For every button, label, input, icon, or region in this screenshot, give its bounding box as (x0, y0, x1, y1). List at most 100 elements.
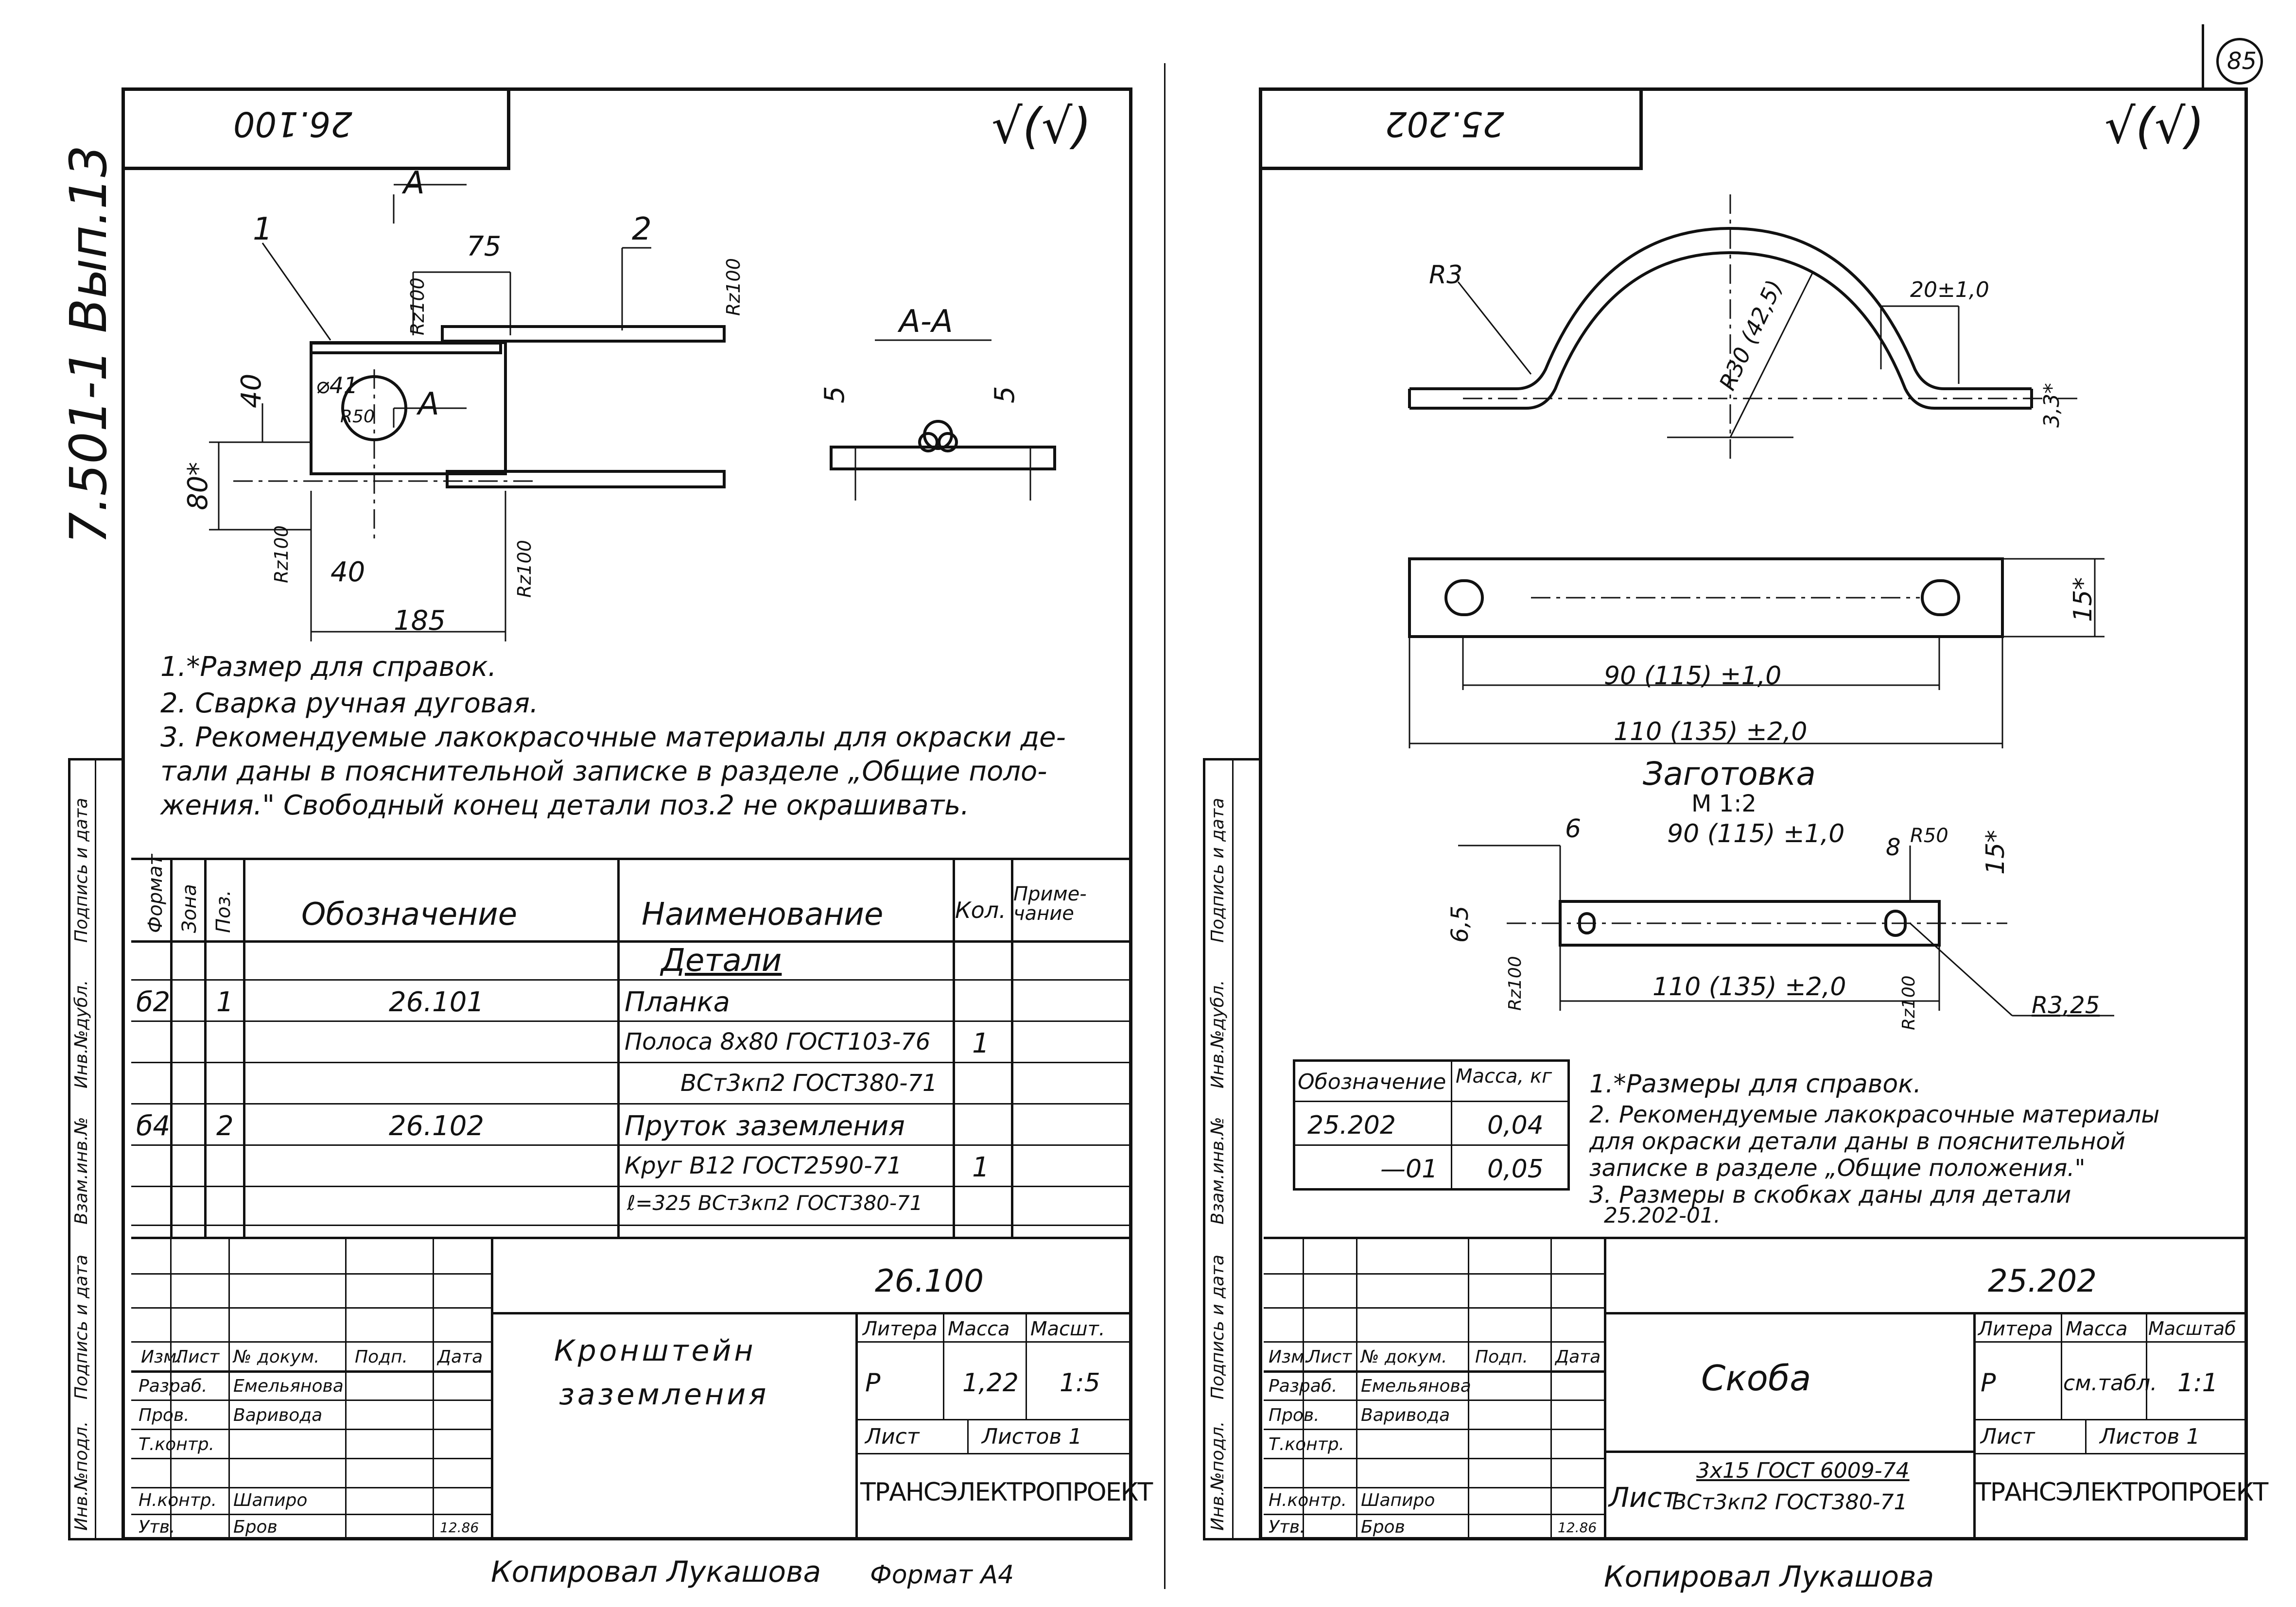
left-tb-grid (131, 1370, 491, 1373)
right-note-2: 2. Рекомендуемые лакокрасочные материалы (1589, 1101, 2160, 1128)
left-tb-hdr-izm: Изм. (141, 1347, 182, 1367)
right-tb-code-bottom (1604, 1312, 2248, 1314)
right-tb-nkontr: Н.контр. (1269, 1490, 1347, 1510)
right-note-5: 3. Размеры в скобках даны для детали (1589, 1181, 2071, 1209)
right-side-inv-podl: Инв.№подл. (1208, 1421, 1228, 1531)
left-spec-row-line (131, 1103, 1132, 1105)
left-tb-lit-val: Р (865, 1368, 881, 1398)
right-tb-grid (1468, 1237, 1469, 1540)
right-tb-hdr-izm: Изм. (1269, 1347, 1310, 1367)
right-side-stamp-divider (1232, 758, 1234, 1540)
right-tb-lit-col (2146, 1312, 2147, 1419)
left-tb-grid (131, 1514, 491, 1515)
left-spec-hdr-name: Наименование (642, 897, 884, 933)
right-tb-masshtab: Масштаб (2148, 1318, 2236, 1339)
right-drawing (1408, 194, 2114, 1017)
right-b-rz2: Rz100 (1899, 975, 1919, 1030)
left-spec-row-line (131, 1062, 1132, 1063)
right-note-1: 1.*Размеры для справок. (1589, 1070, 1922, 1099)
right-tb-nkontr-name: Шапиро (1361, 1490, 1435, 1510)
right-mass-r2-d: —01 (1380, 1155, 1438, 1184)
right-tb-grid (1264, 1429, 1604, 1430)
right-tb-utv: Утв. (1269, 1517, 1305, 1537)
left-tb-utv: Утв. (139, 1517, 175, 1537)
left-tb-hdr-date: Дата (437, 1347, 483, 1367)
left-pos1: 1 (253, 211, 273, 247)
right-mass-r1-m: 0,04 (1487, 1111, 1544, 1140)
left-spec-r1-name: Планка (625, 986, 730, 1018)
left-tb-grid (345, 1237, 347, 1540)
right-tb-grid (1264, 1307, 1604, 1309)
right-tb-split (1604, 1237, 1606, 1540)
right-side-vzam: Взам.инв.№ (1208, 1117, 1228, 1225)
left-tb-lit-col (943, 1312, 944, 1419)
left-dim-r50: R50 (340, 407, 375, 427)
left-tb-name1: Кронштейн (554, 1334, 756, 1368)
left-section-mark-top: А (403, 165, 425, 201)
left-spec-r1-pos: 1 (216, 986, 234, 1018)
left-spec-r6-name: ℓ=325 ВСт3кп2 ГОСТ380-71 (627, 1191, 923, 1215)
left-tb-mass-val: 1,22 (962, 1368, 1019, 1398)
right-corner-box (1259, 87, 1643, 170)
left-tb-grid (228, 1237, 230, 1540)
left-spec-col4 (617, 858, 620, 1237)
left-spec-col6 (1011, 858, 1013, 1237)
left-tb-massa: Масса (948, 1318, 1010, 1340)
left-tb-grid (131, 1429, 491, 1430)
left-dim-75: 75 (467, 231, 502, 262)
right-tb-hdr-list: Лист (1307, 1347, 1352, 1367)
left-note-1: 1.*Размер для справок. (160, 651, 497, 683)
left-tb-nkontr: Н.контр. (139, 1490, 217, 1510)
right-blank-scale: М 1:2 (1691, 790, 1757, 817)
right-b-dim-110: 110 (135) ±2,0 (1652, 972, 1846, 1002)
right-tb-prov: Пров. (1269, 1405, 1320, 1425)
right-tb-org: ТРАНСЭЛЕКТРОПРОЕКТ (1976, 1478, 2268, 1507)
left-tb-code-bottom (491, 1312, 1132, 1314)
right-b-r325: R3,25 (2032, 992, 2100, 1019)
right-b-dim-90: 90 (115) ±1,0 (1667, 819, 1845, 848)
right-tb-hdr-sign: Подп. (1475, 1347, 1528, 1367)
right-tb-material-top: 3х15 ГОСТ 6009-74 (1696, 1458, 1910, 1483)
right-mass-r1-d: 25.202 (1307, 1111, 1396, 1140)
left-spec-r4-name: Пруток заземления (625, 1110, 905, 1142)
page-number-circle (2216, 38, 2263, 85)
left-tb-grid (170, 1237, 172, 1540)
left-tb-code: 26.100 (875, 1263, 984, 1299)
left-dim-40-bottom: 40 (330, 556, 365, 588)
left-spec-r5-name: Круг В12 ГОСТ2590-71 (625, 1152, 902, 1179)
left-tb-grid (131, 1341, 491, 1343)
right-mass-col (1451, 1059, 1452, 1191)
left-corner-box (122, 87, 510, 170)
right-tb-top (1264, 1237, 2248, 1239)
left-tb-date: 12.86 (440, 1520, 479, 1536)
right-tb-material-prefix: Лист (1609, 1482, 1678, 1514)
right-tb-grid (1303, 1237, 1304, 1540)
left-tb-masshtab: Масшт. (1030, 1318, 1105, 1340)
left-pos2: 2 (632, 211, 652, 247)
left-note-3: 3. Рекомендуемые лакокрасочные материалы… (160, 722, 1066, 753)
left-tb-top (131, 1237, 1132, 1239)
left-spec-section: Детали (661, 943, 782, 979)
right-tb-massa: Масса (2066, 1318, 2128, 1340)
right-b-dim-6: 6 (1565, 814, 1582, 844)
left-spec-row-line (131, 979, 1132, 981)
right-tb-right-split (1973, 1312, 1976, 1540)
left-note-5: жения." Свободный конец детали поз.2 не … (160, 790, 970, 821)
left-side-vzam: Взам.инв.№ (71, 1117, 91, 1225)
right-tb-grid (1264, 1273, 1604, 1275)
right-tb-hdr-doc: № докум. (1361, 1347, 1447, 1367)
left-spec-row-line (131, 1144, 1132, 1146)
right-tb-litera: Литера (1978, 1318, 2053, 1340)
left-tb-hdr-sign: Подп. (355, 1347, 408, 1367)
left-spec-r1-format: б2 (136, 986, 171, 1018)
left-spec-r2-qty: 1 (972, 1028, 990, 1059)
left-tb-tkontr: Т.контр. (139, 1434, 215, 1454)
left-spec-row-line (131, 1225, 1132, 1226)
right-tb-list: Лист (1981, 1424, 2035, 1449)
left-format: Формат А4 (870, 1560, 1014, 1590)
left-spec-header-bottom (131, 940, 1132, 943)
left-spec-col5 (953, 858, 955, 1237)
left-tb-grid (131, 1458, 491, 1459)
left-tb-org: ТРАНСЭЛЕКТРОПРОЕКТ (860, 1478, 1153, 1507)
right-dim-r3: R3 (1429, 260, 1463, 290)
